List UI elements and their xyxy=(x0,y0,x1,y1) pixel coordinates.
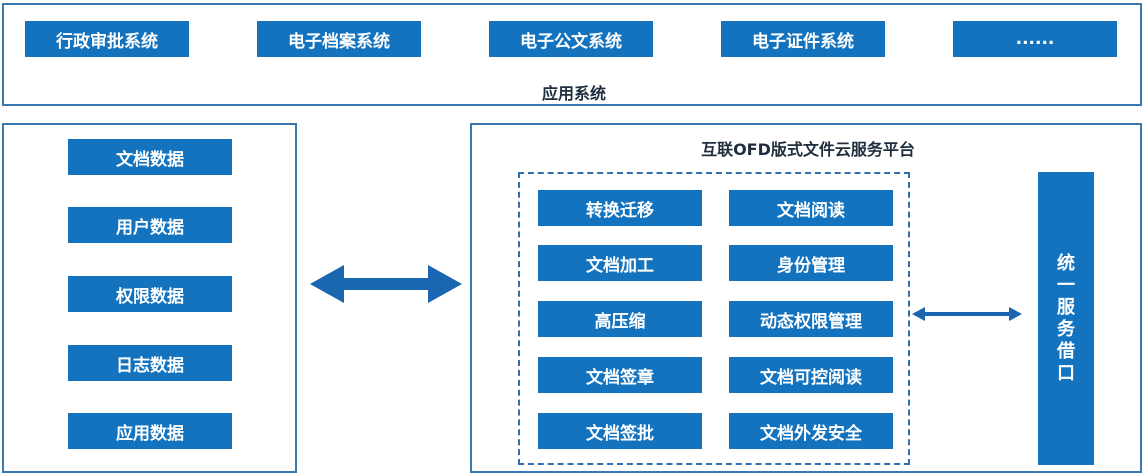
service-signature[interactable]: 文档签章 xyxy=(538,357,702,393)
system-box-more[interactable]: ...... xyxy=(953,21,1117,57)
services-group xyxy=(518,172,910,465)
service-approval[interactable]: 文档签批 xyxy=(538,413,702,449)
platform-frame: 互联OFD版式文件云服务平台 转换迁移 文档阅读 文档加工 身份管理 高压缩 动… xyxy=(470,123,1142,473)
data-box-document[interactable]: 文档数据 xyxy=(68,139,232,175)
platform-title: 互联OFD版式文件云服务平台 xyxy=(701,140,915,159)
service-external-security[interactable]: 文档外发安全 xyxy=(729,413,893,449)
data-box-application[interactable]: 应用数据 xyxy=(68,413,232,449)
interface-char-4: 务 xyxy=(1057,318,1075,340)
service-identity[interactable]: 身份管理 xyxy=(729,245,893,281)
big-double-arrow-icon xyxy=(310,265,462,303)
data-layer-frame: 文档数据 用户数据 权限数据 日志数据 应用数据 xyxy=(2,123,297,473)
service-controlled-reading[interactable]: 文档可控阅读 xyxy=(729,357,893,393)
service-dynamic-permission[interactable]: 动态权限管理 xyxy=(729,301,893,337)
service-conversion[interactable]: 转换迁移 xyxy=(538,190,702,226)
service-document-reading[interactable]: 文档阅读 xyxy=(729,190,893,226)
interface-char-6: 口 xyxy=(1057,362,1075,384)
system-box-4[interactable]: 电子证件系统 xyxy=(721,21,885,57)
data-box-user[interactable]: 用户数据 xyxy=(68,207,232,243)
unified-service-interface[interactable]: 统 一 服 务 借 口 xyxy=(1038,172,1094,465)
interface-char-2: 一 xyxy=(1057,274,1075,296)
application-layer-frame: 行政审批系统 电子档案系统 电子公文系统 电子证件系统 ...... 应用系统 xyxy=(2,3,1142,106)
system-box-3[interactable]: 电子公文系统 xyxy=(489,21,653,57)
service-processing[interactable]: 文档加工 xyxy=(538,245,702,281)
data-box-permission[interactable]: 权限数据 xyxy=(68,276,232,312)
system-box-1[interactable]: 行政审批系统 xyxy=(25,21,189,57)
interface-char-5: 借 xyxy=(1057,340,1075,362)
small-double-arrow-icon xyxy=(912,307,1022,321)
data-box-log[interactable]: 日志数据 xyxy=(68,345,232,381)
service-compression[interactable]: 高压缩 xyxy=(538,301,702,337)
system-box-2[interactable]: 电子档案系统 xyxy=(257,21,421,57)
interface-char-1: 统 xyxy=(1057,252,1075,274)
application-layer-label: 应用系统 xyxy=(541,84,606,103)
interface-char-3: 服 xyxy=(1057,296,1075,318)
